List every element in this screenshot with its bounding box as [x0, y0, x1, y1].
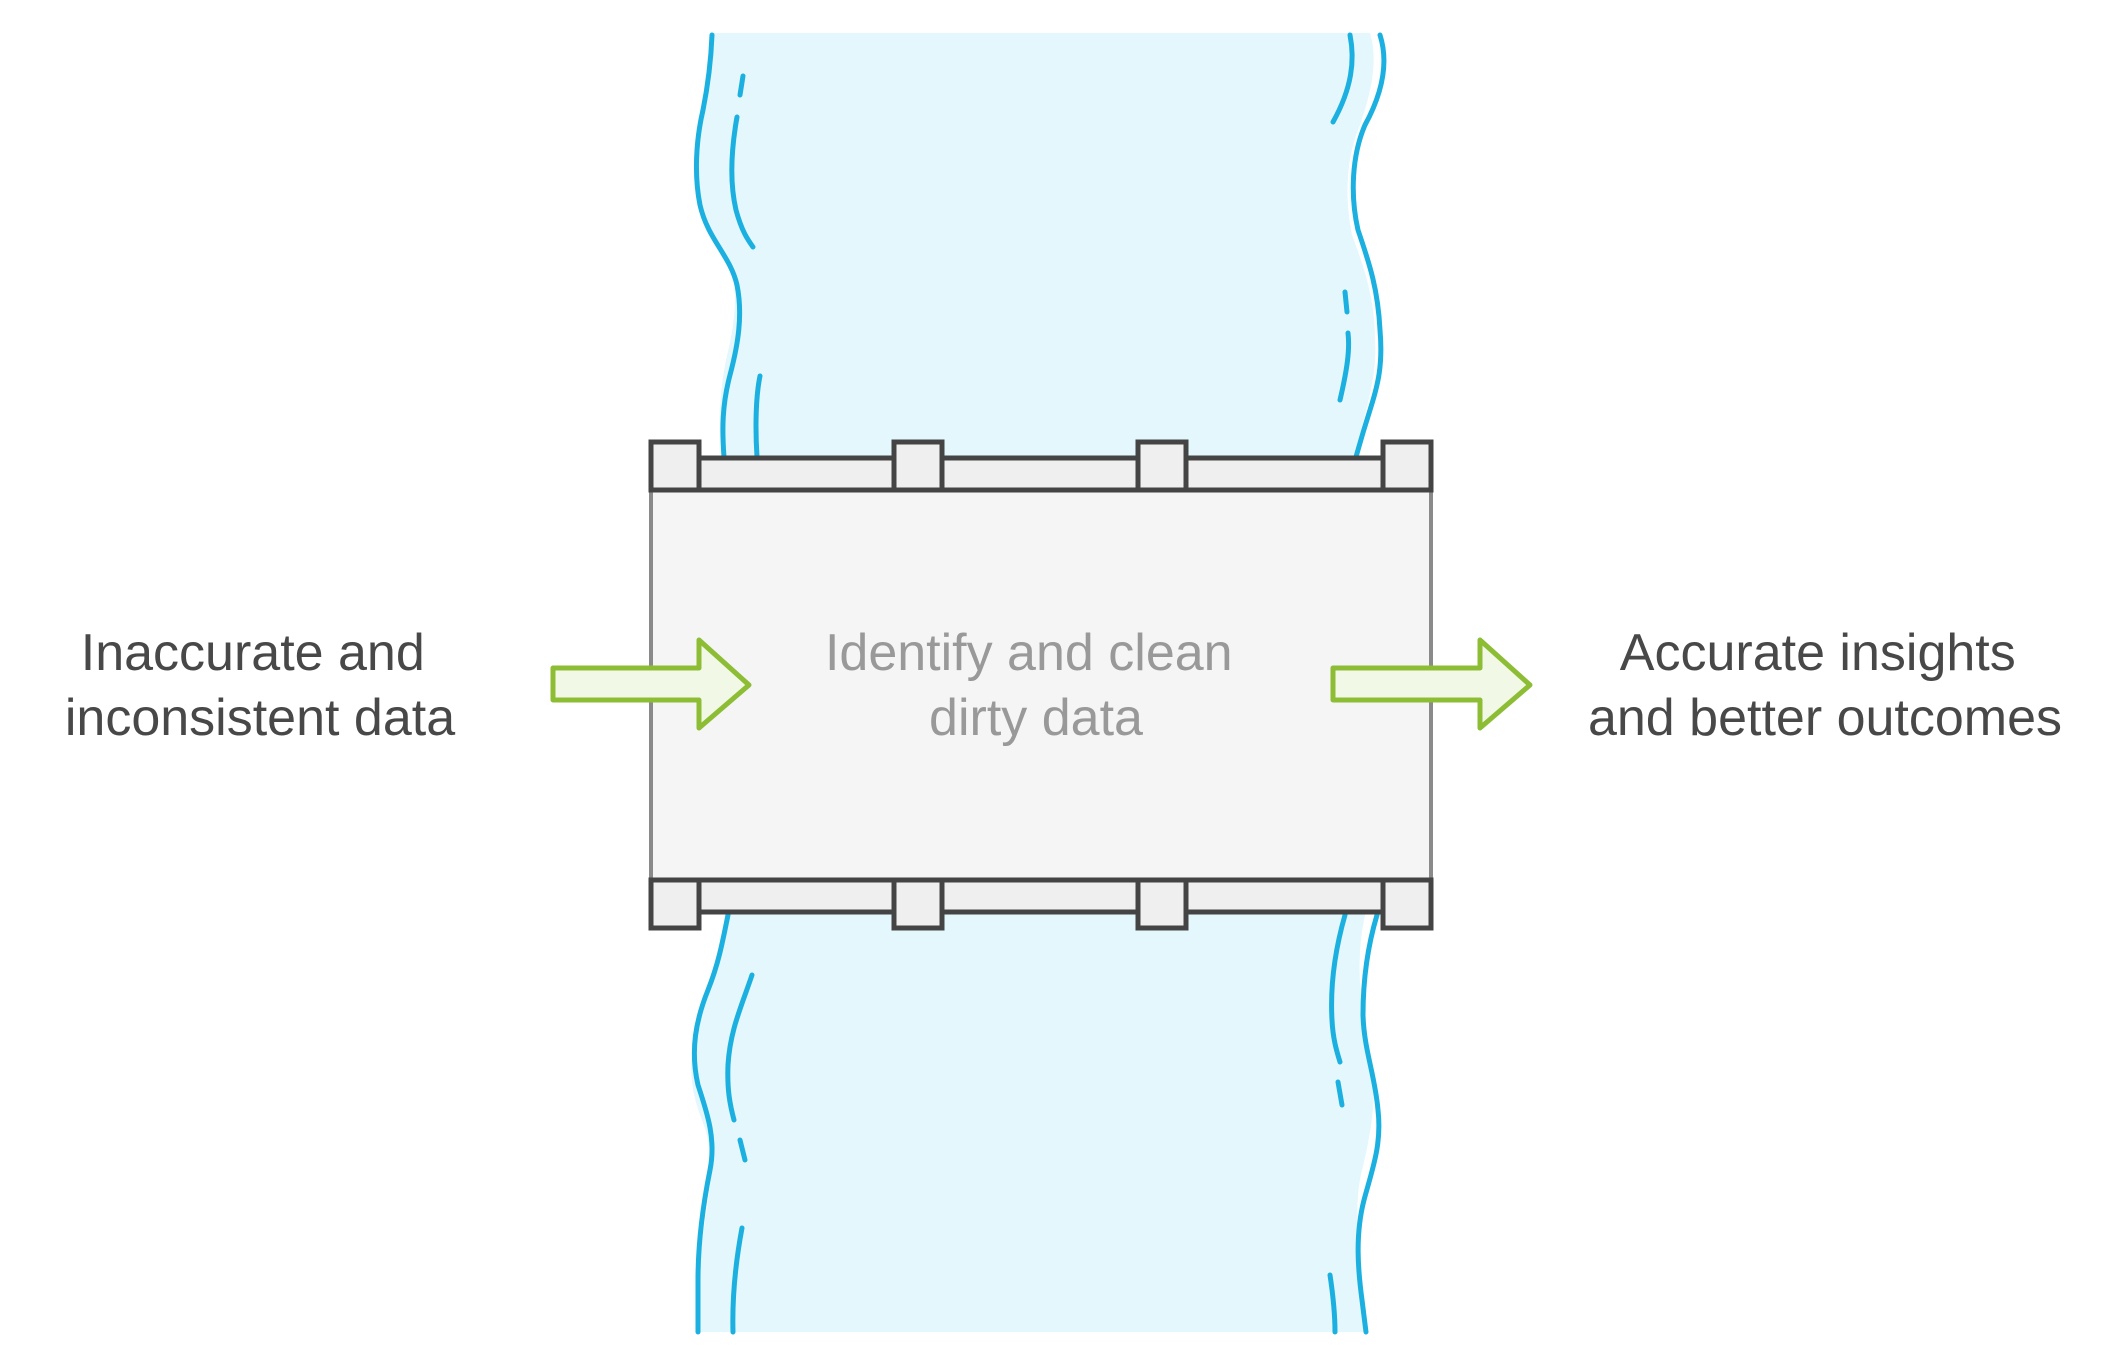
output-label-line-1: Accurate insights	[1620, 624, 2016, 682]
river-right-dash-3	[1337, 330, 1352, 403]
bridge-post-top-1	[648, 439, 702, 493]
river-right-dash-4	[1329, 912, 1348, 1065]
bridge-rail-top	[648, 455, 1434, 493]
output-label: Accurate insights and better outcomes	[1588, 624, 2062, 747]
river-right-dash-2	[1342, 289, 1350, 315]
input-label-line-1: Inaccurate and	[81, 624, 425, 682]
river-right-edge-top	[1350, 32, 1387, 460]
river-right-dash-6	[1327, 1272, 1338, 1335]
input-label-line-2: inconsistent data	[65, 689, 455, 747]
process-label-line-2: dirty data	[929, 689, 1143, 747]
river-right-dash-5	[1335, 1079, 1345, 1108]
river-left-dash-5	[737, 1137, 748, 1163]
river-right-dash-1	[1330, 32, 1355, 125]
river-left-dash-2	[729, 114, 756, 250]
input-label: Inaccurate and inconsistent data	[65, 624, 455, 747]
process-label: Identify and clean dirty data	[825, 624, 1247, 747]
river-left-dash-4	[725, 972, 755, 1123]
bridge-post-bottom-3	[1135, 877, 1189, 931]
bridge-deck	[649, 488, 1433, 882]
bridge	[648, 439, 1434, 931]
bridge-post-top-4	[1380, 439, 1434, 493]
bridge-post-bottom-4	[1380, 877, 1434, 931]
process-label-line-1: Identify and clean	[825, 624, 1233, 682]
right-arrow-icon	[550, 637, 752, 731]
river-right-edge-bottom	[1355, 912, 1382, 1335]
river-left-dash-3	[753, 373, 763, 460]
river-left-edge-bottom	[691, 912, 731, 1335]
bridge-post-top-3	[1135, 439, 1189, 493]
bridge-post-bottom-1	[648, 877, 702, 931]
output-label-line-2: and better outcomes	[1588, 689, 2062, 747]
bridge-post-bottom-2	[891, 877, 945, 931]
river-left-edge-top	[693, 32, 743, 460]
bridge-post-top-2	[891, 439, 945, 493]
bridge-rail-bottom	[648, 877, 1434, 915]
river-left-dash-6	[730, 1225, 745, 1335]
river-left-dash-1	[737, 73, 746, 98]
right-arrow-icon	[1330, 637, 1533, 731]
